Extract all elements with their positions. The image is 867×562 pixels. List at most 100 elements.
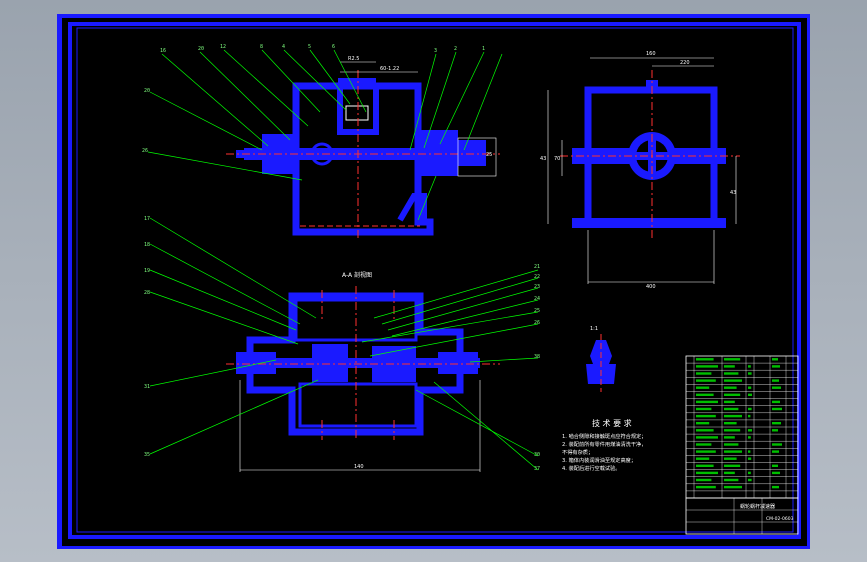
parts-cell-text-mark (724, 393, 741, 396)
front-view-leaders (147, 49, 503, 221)
dim-160: 160 (646, 51, 656, 57)
inner-frame (76, 27, 794, 533)
dim-140: 140 (354, 464, 364, 470)
side-dimension-lines (547, 57, 737, 284)
parts-cell-text-mark (696, 450, 716, 453)
parts-cell-text-mark (748, 457, 752, 460)
parts-cell-text-mark (696, 379, 716, 382)
callout-5: 5 (308, 44, 311, 50)
section-lower-chamber (298, 382, 418, 428)
parts-cell-text-mark (696, 464, 714, 467)
callout-28: 28 (144, 290, 150, 296)
dim-r25: R2.5 (348, 56, 359, 62)
callout-1: 1 (482, 46, 485, 52)
dim-25: 25 (486, 152, 492, 158)
parts-cell-text-mark (724, 379, 742, 382)
oil-cap (646, 80, 658, 90)
dim-400: 400 (646, 284, 656, 290)
parts-cell-text-mark (748, 386, 752, 389)
parts-cell-text-mark (724, 436, 735, 439)
parts-cell-text-mark (724, 422, 737, 425)
hub-bore (345, 105, 369, 121)
parts-cell-text-mark (696, 400, 718, 404)
parts-cell-text-mark (724, 386, 737, 389)
parts-cell-text-mark (772, 379, 779, 382)
front-view: R2.5 60-1.22 25 16 20 12 8 4 5 6 (142, 44, 503, 240)
parts-cell-text-mark (772, 485, 779, 489)
parts-cell-text-mark (772, 386, 781, 389)
parts-cell-text-mark (696, 436, 718, 439)
parts-cell-text-mark (748, 372, 752, 375)
parts-cell-text-mark (696, 358, 714, 361)
parts-cell-text-mark (748, 436, 751, 439)
section-centerlines (226, 286, 500, 440)
section-callout-labels-right: 21 22 23 24 25 26 38 30 37 (534, 264, 540, 472)
parts-cell-text-mark (748, 393, 752, 396)
section-leaders (149, 217, 539, 471)
front-view-callout-labels: 16 20 12 8 4 5 6 3 2 1 20 26 (142, 44, 485, 154)
parts-cell-text-mark (724, 407, 739, 411)
tech-req-item-5: 4. 装配后进行空载试验。 (562, 464, 620, 472)
callout-16: 16 (160, 48, 166, 54)
section-callout-labels-left: 17 18 19 28 31 35 (144, 216, 150, 458)
parts-cell-text-mark (748, 450, 751, 453)
callout-left-26: 26 (142, 148, 148, 154)
shaft-end (456, 140, 486, 166)
callout-6: 6 (332, 44, 335, 50)
parts-cell-text-mark (772, 471, 780, 475)
housing-outline (292, 82, 434, 236)
parts-cell-text-mark (696, 393, 714, 396)
parts-cell-text-mark (748, 407, 752, 411)
parts-cell-text-mark (772, 365, 780, 368)
callout-30: 30 (534, 452, 540, 458)
parts-cell-text-mark (724, 358, 741, 361)
oil-drain-boss (397, 193, 427, 222)
parts-cell-text-mark (772, 443, 782, 446)
parts-cell-text-mark (696, 414, 716, 418)
parts-list-columns (693, 356, 787, 498)
parts-cell-text-mark (724, 471, 735, 475)
callout-4: 4 (282, 44, 285, 50)
callout-21: 21 (534, 264, 540, 270)
callout-left-20: 20 (144, 88, 150, 94)
callout-12: 12 (220, 44, 226, 50)
parts-cell-text-mark (772, 422, 781, 425)
callout-3: 3 (434, 48, 437, 54)
parts-cell-text-mark (772, 450, 779, 453)
tech-req-item-2: 2. 装配前所有零件用煤油清洗干净， (562, 440, 646, 448)
parts-cell-text-mark (724, 478, 739, 482)
callout-18: 18 (144, 242, 150, 248)
callout-31: 31 (144, 384, 150, 390)
parts-cell-text-mark (724, 457, 737, 460)
section-worm (312, 344, 348, 382)
parts-cell-text-mark (696, 443, 712, 446)
side-dimension-labels: 160 220 43 70 43 400 (540, 51, 736, 290)
tech-req-title: 技 术 要 求 (592, 418, 632, 428)
parts-cell-text-mark (696, 485, 716, 489)
side-view: 160 220 43 70 43 400 (540, 51, 740, 290)
parts-cell-text-mark (696, 457, 710, 460)
dim-60: 60-1.22 (380, 66, 399, 72)
callout-23: 23 (534, 284, 540, 290)
callout-37: 37 (534, 466, 540, 472)
parts-cell-text-mark (724, 414, 742, 418)
callout-2: 2 (454, 46, 457, 52)
callout-38: 38 (534, 354, 540, 360)
parts-cell-text-mark (696, 422, 710, 425)
detail-scale: 1:1 (590, 326, 598, 332)
right-bearing-cap (418, 130, 458, 176)
drawing-frame (68, 22, 801, 539)
parts-cell-text-mark (772, 358, 778, 361)
parts-cell-text-mark (748, 471, 751, 475)
shaft-end-dim-box (457, 137, 497, 177)
dim-70: 70 (554, 156, 560, 162)
parts-cell-text-mark (772, 400, 780, 404)
callout-17: 17 (144, 216, 150, 222)
parts-list (685, 355, 799, 499)
parts-cell-text-mark (748, 478, 752, 482)
callout-26: 26 (534, 320, 540, 326)
parts-cell-text-mark (748, 365, 751, 368)
detail-view: 1:1 (586, 326, 616, 392)
